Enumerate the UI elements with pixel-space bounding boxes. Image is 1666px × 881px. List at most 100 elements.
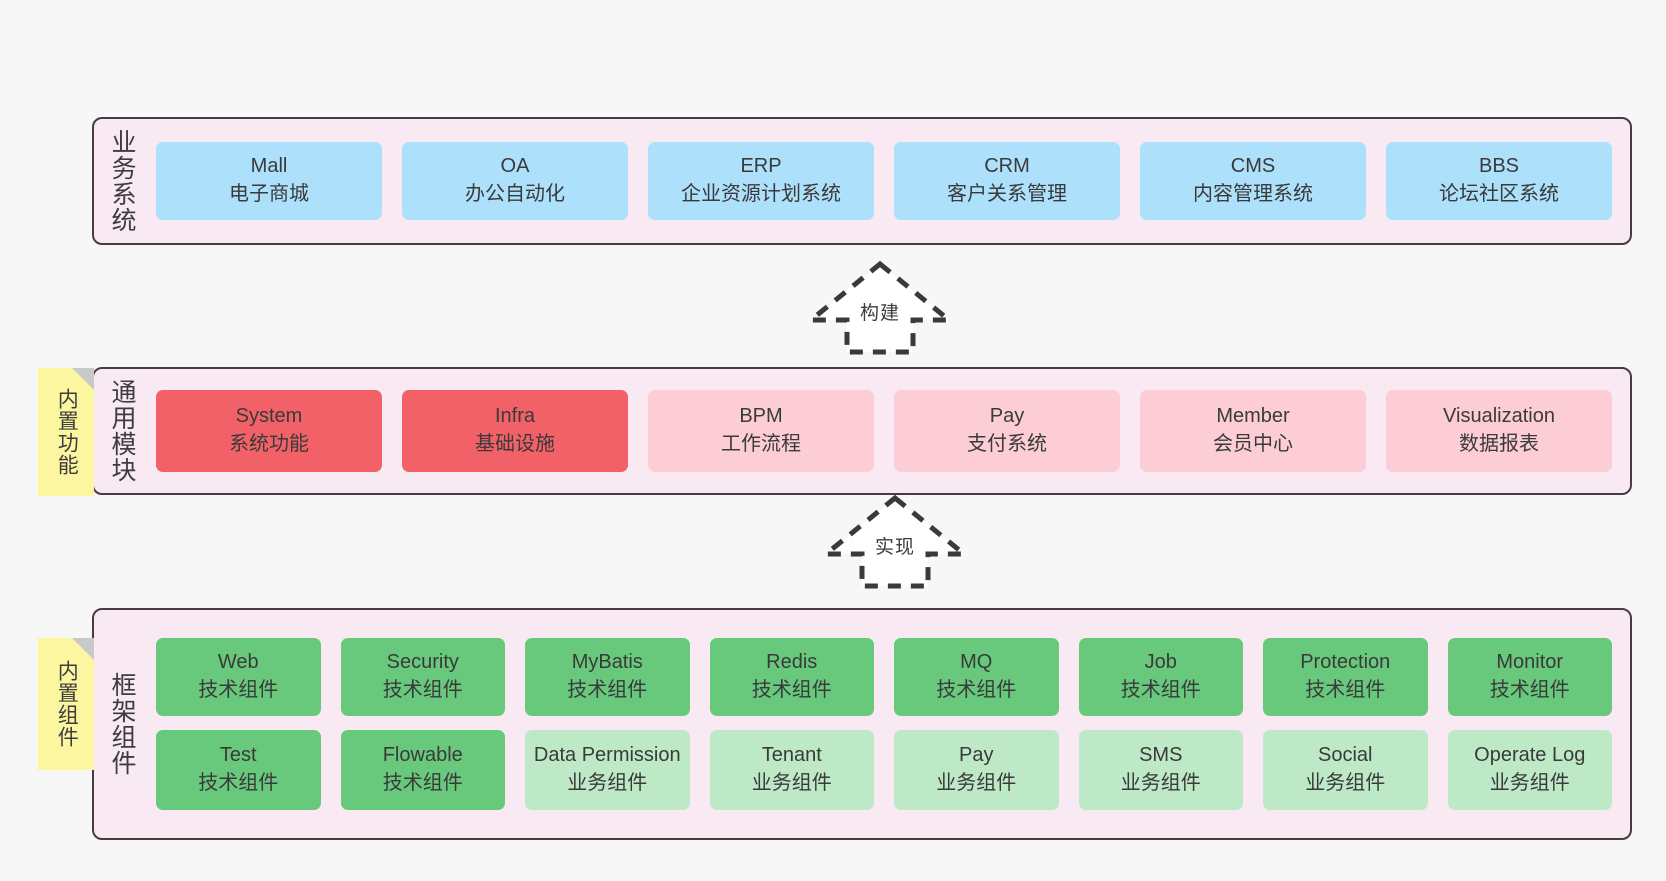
framework-box-pay-title: Pay xyxy=(959,744,994,767)
layer-framework-components-label: 框架组件 xyxy=(108,672,136,776)
framework-box-protection-subtitle: 技术组件 xyxy=(1305,679,1386,701)
framework-box-test[interactable]: Test 技术组件 xyxy=(156,730,321,810)
framework-box-social-title: Social xyxy=(1318,744,1373,767)
framework-box-data-permission[interactable]: Data Permission 业务组件 xyxy=(525,730,690,810)
framework-box-operate-log-title: Operate Log xyxy=(1474,744,1586,767)
module-box-member[interactable]: Member 会员中心 xyxy=(1140,390,1366,472)
business-box-mall-title: Mall xyxy=(250,155,288,178)
framework-box-mybatis-subtitle: 技术组件 xyxy=(567,679,648,701)
layer-business-systems-label: 业务系统 xyxy=(108,129,136,233)
framework-box-redis[interactable]: Redis 技术组件 xyxy=(709,638,874,716)
framework-box-sms[interactable]: SMS 业务组件 xyxy=(1078,730,1243,810)
module-box-bpm-subtitle: 工作流程 xyxy=(721,433,801,455)
business-box-erp[interactable]: ERP 企业资源计划系统 xyxy=(648,142,874,220)
business-box-bbs[interactable]: BBS 论坛社区系统 xyxy=(1386,142,1612,220)
framework-box-mq-title: MQ xyxy=(960,651,993,674)
business-box-crm-title: CRM xyxy=(984,155,1030,178)
framework-box-flowable[interactable]: Flowable 技术组件 xyxy=(340,730,505,810)
framework-box-flowable-subtitle: 技术组件 xyxy=(382,772,463,794)
module-box-pay-subtitle: 支付系统 xyxy=(967,433,1047,455)
framework-box-redis-title: Redis xyxy=(766,651,818,674)
block-arrow-realize-label: 实现 xyxy=(874,537,915,558)
business-box-oa[interactable]: OA 办公自动化 xyxy=(402,142,628,220)
framework-box-test-subtitle: 技术组件 xyxy=(198,772,279,794)
business-box-oa-subtitle: 办公自动化 xyxy=(465,183,565,205)
module-box-infra-subtitle: 基础设施 xyxy=(475,433,555,455)
module-box-system-subtitle: 系统功能 xyxy=(229,433,309,455)
framework-box-pay[interactable]: Pay 业务组件 xyxy=(894,730,1059,810)
block-arrow-realize-shape xyxy=(820,494,970,589)
framework-box-tenant[interactable]: Tenant 业务组件 xyxy=(709,730,874,810)
module-box-bpm[interactable]: BPM 工作流程 xyxy=(648,390,874,472)
business-box-cms-title: CMS xyxy=(1230,155,1276,178)
layer-framework-components: 框架组件 Web 技术组件 Security 技术组件 MyBatis 技术组件… xyxy=(92,608,1632,840)
sticky-note-builtin-component[interactable]: 内置组件 xyxy=(38,638,94,770)
framework-business-row: Test 技术组件 Flowable 技术组件 Data Permission … xyxy=(156,730,1612,810)
layer-common-modules-body: System 系统功能 Infra 基础设施 BPM 工作流程 Pay 支付系统… xyxy=(150,369,1630,493)
framework-box-operate-log[interactable]: Operate Log 业务组件 xyxy=(1447,730,1612,810)
sticky-note-builtin-function-label: 内置功能 xyxy=(55,388,79,476)
module-box-visualization-subtitle: 数据报表 xyxy=(1459,433,1539,455)
framework-box-sms-title: SMS xyxy=(1139,744,1183,767)
module-box-pay[interactable]: Pay 支付系统 xyxy=(894,390,1120,472)
business-box-crm[interactable]: CRM 客户关系管理 xyxy=(894,142,1120,220)
framework-box-job-title: Job xyxy=(1144,651,1177,674)
block-arrow-build-shape xyxy=(805,260,955,355)
framework-box-mybatis[interactable]: MyBatis 技术组件 xyxy=(525,638,690,716)
module-box-system-title: System xyxy=(235,405,303,428)
business-box-bbs-title: BBS xyxy=(1478,155,1520,178)
business-box-erp-subtitle: 企业资源计划系统 xyxy=(681,183,841,205)
module-box-infra-title: Infra xyxy=(494,405,536,428)
framework-box-sms-subtitle: 业务组件 xyxy=(1120,772,1201,794)
framework-box-protection[interactable]: Protection 技术组件 xyxy=(1263,638,1428,716)
framework-box-web[interactable]: Web 技术组件 xyxy=(156,638,321,716)
sticky-note-builtin-function[interactable]: 内置功能 xyxy=(38,368,94,496)
framework-box-mq-subtitle: 技术组件 xyxy=(936,679,1017,701)
framework-box-operate-log-subtitle: 业务组件 xyxy=(1489,772,1570,794)
framework-box-redis-subtitle: 技术组件 xyxy=(751,679,832,701)
layer-common-modules: 通用模块 System 系统功能 Infra 基础设施 BPM 工作流程 Pay xyxy=(92,367,1632,495)
module-box-system[interactable]: System 系统功能 xyxy=(156,390,382,472)
framework-box-tenant-title: Tenant xyxy=(761,744,822,767)
module-box-bpm-title: BPM xyxy=(739,405,783,428)
framework-box-security-title: Security xyxy=(386,651,459,674)
framework-box-test-title: Test xyxy=(219,744,257,767)
block-arrow-build-label: 构建 xyxy=(859,303,900,324)
module-box-visualization-title: Visualization xyxy=(1443,405,1555,428)
framework-box-monitor[interactable]: Monitor 技术组件 xyxy=(1447,638,1612,716)
framework-box-job[interactable]: Job 技术组件 xyxy=(1078,638,1243,716)
framework-box-data-permission-title: Data Permission xyxy=(533,744,681,767)
framework-box-security-subtitle: 技术组件 xyxy=(382,679,463,701)
business-box-cms-subtitle: 内容管理系统 xyxy=(1193,183,1313,205)
framework-box-social-subtitle: 业务组件 xyxy=(1305,772,1386,794)
framework-box-tenant-subtitle: 业务组件 xyxy=(751,772,832,794)
module-box-pay-title: Pay xyxy=(989,405,1025,428)
module-box-infra[interactable]: Infra 基础设施 xyxy=(402,390,628,472)
business-box-mall[interactable]: Mall 电子商城 xyxy=(156,142,382,220)
layer-business-systems: 业务系统 Mall 电子商城 OA 办公自动化 ERP 企业资源计划系统 CRM xyxy=(92,117,1632,245)
framework-box-mq[interactable]: MQ 技术组件 xyxy=(894,638,1059,716)
framework-box-monitor-subtitle: 技术组件 xyxy=(1489,679,1570,701)
business-systems-row: Mall 电子商城 OA 办公自动化 ERP 企业资源计划系统 CRM 客户关系… xyxy=(156,142,1612,220)
module-box-member-subtitle: 会员中心 xyxy=(1213,433,1293,455)
sticky-note-builtin-component-label: 内置组件 xyxy=(55,660,79,748)
common-modules-row: System 系统功能 Infra 基础设施 BPM 工作流程 Pay 支付系统… xyxy=(156,390,1612,472)
module-box-member-title: Member xyxy=(1216,405,1290,428)
business-box-crm-subtitle: 客户关系管理 xyxy=(947,183,1067,205)
layer-business-systems-body: Mall 电子商城 OA 办公自动化 ERP 企业资源计划系统 CRM 客户关系… xyxy=(150,119,1630,243)
framework-box-monitor-title: Monitor xyxy=(1496,651,1564,674)
layer-common-modules-label: 通用模块 xyxy=(108,379,136,483)
business-box-mall-subtitle: 电子商城 xyxy=(229,183,309,205)
business-box-cms[interactable]: CMS 内容管理系统 xyxy=(1140,142,1366,220)
business-box-bbs-subtitle: 论坛社区系统 xyxy=(1439,183,1559,205)
framework-box-mybatis-title: MyBatis xyxy=(571,651,643,674)
block-arrow-build: 构建 xyxy=(805,258,955,356)
framework-box-data-permission-subtitle: 业务组件 xyxy=(567,772,648,794)
module-box-visualization[interactable]: Visualization 数据报表 xyxy=(1386,390,1612,472)
framework-box-social[interactable]: Social 业务组件 xyxy=(1263,730,1428,810)
framework-tech-row: Web 技术组件 Security 技术组件 MyBatis 技术组件 Redi… xyxy=(156,638,1612,716)
layer-framework-components-body: Web 技术组件 Security 技术组件 MyBatis 技术组件 Redi… xyxy=(150,610,1630,838)
framework-box-job-subtitle: 技术组件 xyxy=(1120,679,1201,701)
framework-box-security[interactable]: Security 技术组件 xyxy=(340,638,505,716)
